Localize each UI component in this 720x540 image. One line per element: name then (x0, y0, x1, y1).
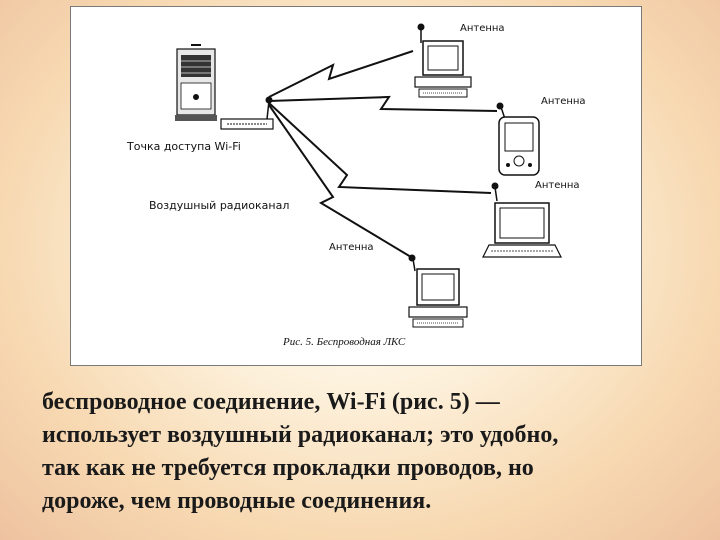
antenna-label-4: Антенна (329, 242, 374, 253)
antenna-icon (491, 182, 499, 190)
pda-device (496, 102, 540, 176)
radio-link-bottom-pc (268, 104, 412, 258)
antenna-label-3: Антенна (535, 180, 580, 191)
access-point-device (220, 96, 274, 130)
antenna-icon (417, 23, 425, 31)
antenna-icon (408, 254, 416, 262)
network-diagram-figure: Антенна Антенна Антенна Антенна Точка до… (70, 6, 642, 366)
body-line-1: беспроводное соединение, Wi-Fi (рис. 5) … (42, 389, 500, 415)
air-channel-label: Воздушный радиоканал (149, 199, 289, 212)
antenna-label-2: Антенна (541, 96, 586, 107)
desktop-computer-bottom (408, 254, 468, 328)
body-line-4: дороже, чем проводные соединения. (42, 488, 432, 514)
laptop-device (482, 182, 562, 258)
body-line-3: так как не требуется прокладки проводов,… (42, 455, 534, 481)
radio-link-top-pc (268, 50, 414, 98)
body-paragraph: беспроводное соединение, Wi-Fi (рис. 5) … (42, 386, 692, 518)
radio-links (268, 50, 498, 258)
diagram-canvas: Антенна Антенна Антенна Антенна Точка до… (126, 23, 586, 348)
desktop-computer-top (414, 23, 472, 98)
antenna-icon (496, 102, 504, 110)
access-point-antenna-icon (265, 96, 273, 104)
figure-caption: Рис. 5. Беспроводная ЛКС (282, 336, 406, 348)
access-point-label: Точка доступа Wi-Fi (126, 140, 241, 153)
server-tower (175, 44, 217, 121)
body-line-2: использует воздушный радиоканал; это удо… (42, 422, 559, 448)
radio-link-pda (268, 95, 498, 112)
radio-link-laptop (268, 102, 492, 194)
antenna-label-1: Антенна (460, 23, 505, 34)
